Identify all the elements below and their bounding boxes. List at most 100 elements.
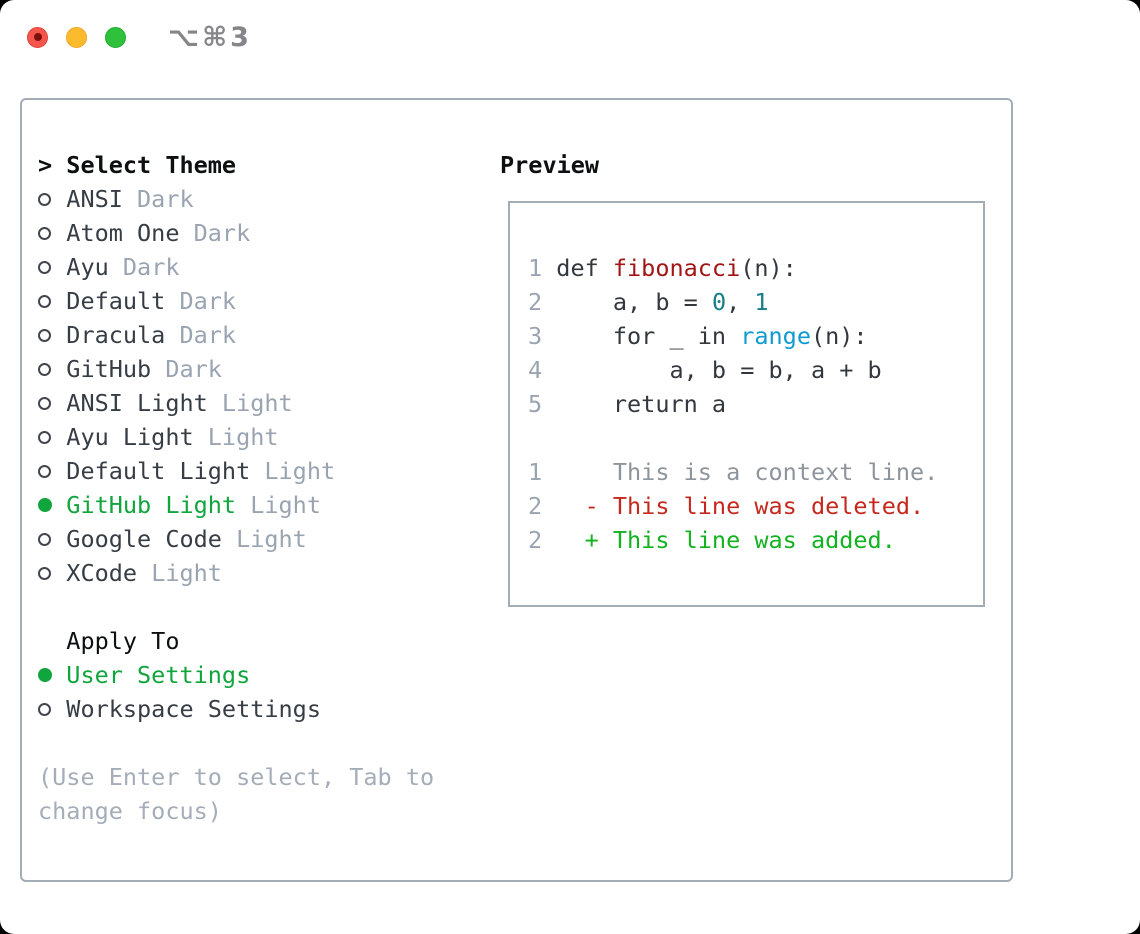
preview-line: 2 + This line was added.: [528, 523, 983, 557]
code-token: a, b =: [556, 288, 712, 316]
header-marker-icon: >: [38, 151, 53, 179]
select-theme-header: >Select Theme: [38, 148, 434, 182]
theme-option[interactable]: Default Light Light: [38, 454, 434, 488]
theme-option[interactable]: Ayu Dark: [38, 250, 434, 284]
radio-icon: [38, 260, 51, 274]
line-number: 2: [528, 288, 543, 316]
hint-line: (Use Enter to select, Tab to: [38, 763, 435, 791]
code-token: return a: [556, 390, 727, 418]
radio-icon: [38, 192, 51, 206]
theme-variant: Light: [250, 457, 336, 485]
theme-name: Ayu: [66, 253, 109, 281]
theme-option[interactable]: Google Code Light: [38, 522, 434, 556]
radio-icon: [38, 328, 51, 342]
theme-name: Ayu Light: [66, 423, 194, 451]
code-token: 0: [711, 288, 727, 316]
theme-option[interactable]: GitHub Light Light: [38, 488, 434, 522]
apply-to-header: Apply To: [38, 624, 434, 658]
theme-name: XCode: [66, 559, 138, 587]
zoom-button[interactable]: [105, 26, 126, 48]
code-token: (n):: [810, 322, 868, 350]
theme-name: Atom One: [66, 219, 180, 247]
traffic-lights: [27, 26, 126, 48]
theme-variant: Dark: [108, 253, 180, 281]
apply-to-option-label: Workspace Settings: [66, 695, 321, 723]
preview-header: Preview: [500, 148, 985, 182]
radio-icon: [38, 464, 51, 478]
radio-icon: [38, 362, 51, 376]
theme-variant: Dark: [165, 287, 237, 315]
theme-variant: Light: [193, 423, 279, 451]
code-token: for _ in: [556, 322, 741, 350]
preview-label: Preview: [500, 151, 600, 179]
theme-option[interactable]: Default Dark: [38, 284, 434, 318]
theme-variant: Light: [207, 389, 293, 417]
hint-text: (Use Enter to select, Tab to change focus…: [38, 760, 434, 828]
apply-to-label: Apply To: [66, 627, 180, 655]
code-token: This is a context line.: [556, 458, 939, 486]
theme-option[interactable]: ANSI Dark: [38, 182, 434, 216]
radio-icon: [38, 430, 51, 444]
theme-option[interactable]: Atom One Dark: [38, 216, 434, 250]
line-number: 1: [528, 254, 543, 282]
close-button[interactable]: [27, 26, 48, 48]
code-token: range: [740, 322, 811, 350]
preview-line: [528, 421, 983, 455]
hint-line: change focus): [38, 797, 222, 825]
radio-icon: [38, 294, 51, 308]
line-number: 4: [528, 356, 543, 384]
line-number: 5: [528, 390, 543, 418]
radio-icon: [38, 226, 51, 240]
radio-icon: [38, 566, 51, 580]
window-title: ⌥⌘3: [168, 21, 252, 53]
line-number: 2: [528, 492, 543, 520]
theme-name: Google Code: [66, 525, 222, 553]
minimize-button[interactable]: [66, 26, 87, 48]
gap: [38, 590, 434, 624]
theme-name: Default: [66, 287, 166, 315]
theme-name: ANSI: [66, 185, 123, 213]
theme-variant: Light: [236, 491, 321, 519]
code-token: fibonacci: [612, 254, 741, 282]
code-token: + This line was added.: [556, 526, 896, 554]
theme-name: GitHub Light: [66, 491, 237, 519]
apply-to-option[interactable]: Workspace Settings: [38, 692, 434, 726]
line-number: 1: [528, 458, 543, 486]
code-token: 1: [754, 288, 769, 316]
code-token: a, b = b, a + b: [556, 356, 882, 384]
preview-line: 1 This is a context line.: [528, 455, 983, 489]
radio-selected-icon: [38, 498, 52, 512]
theme-name: GitHub: [66, 355, 152, 383]
preview-line: 5 return a: [528, 387, 983, 421]
theme-option[interactable]: GitHub Dark: [38, 352, 434, 386]
titlebar: ⌥⌘3: [0, 0, 1140, 74]
preview-line: 3 for _ in range(n):: [528, 319, 983, 353]
radio-icon: [38, 532, 51, 546]
line-number: 3: [528, 322, 543, 350]
theme-variant: Dark: [122, 185, 194, 213]
theme-option[interactable]: Ayu Light Light: [38, 420, 434, 454]
code-token: - This line was deleted.: [556, 492, 925, 520]
record-dot-icon: [33, 33, 42, 41]
code-token: ,: [726, 288, 755, 316]
preview-line: 2 a, b = 0, 1: [528, 285, 983, 319]
radio-selected-icon: [38, 668, 52, 682]
radio-icon: [38, 396, 51, 410]
theme-option[interactable]: ANSI Light Light: [38, 386, 434, 420]
apply-to-option[interactable]: User Settings: [38, 658, 434, 692]
theme-variant: Light: [137, 559, 222, 587]
gap: [38, 726, 434, 760]
apply-to-option-label: User Settings: [66, 661, 251, 689]
theme-variant: Dark: [151, 355, 222, 383]
code-token: def: [556, 254, 613, 282]
theme-option[interactable]: Dracula Dark: [38, 318, 434, 352]
theme-option[interactable]: XCode Light: [38, 556, 434, 590]
theme-variant: Light: [221, 525, 307, 553]
